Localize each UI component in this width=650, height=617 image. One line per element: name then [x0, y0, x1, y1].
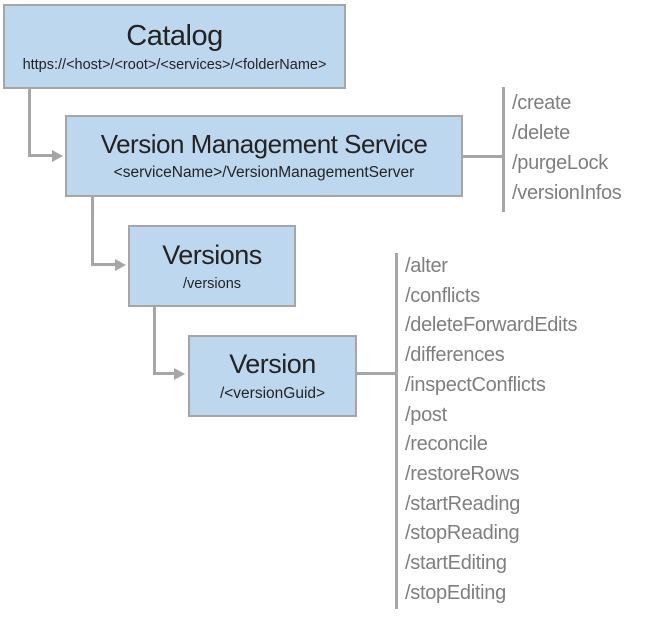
- operation-label: /conflicts: [405, 284, 480, 307]
- catalog-title: Catalog: [126, 19, 223, 52]
- arrow-right-icon: [174, 367, 185, 380]
- operation-label: /startReading: [405, 492, 521, 515]
- operation-label: /stopEditing: [405, 581, 506, 604]
- version-management-service-title: Version Management Service: [100, 129, 428, 160]
- connector-vms-to-versions-vertical: [91, 197, 94, 266]
- operation-label: /deleteForwardEdits: [405, 314, 578, 337]
- connector-versions-to-version-horizontal: [153, 372, 175, 375]
- connector-catalog-to-vms-horizontal: [28, 154, 53, 157]
- version-management-service-node: Version Management Service <serviceName>…: [65, 115, 463, 197]
- operation-label: /restoreRows: [405, 462, 520, 485]
- version-title: Version: [229, 349, 316, 380]
- operation-label: /inspectConflicts: [405, 373, 546, 396]
- version-management-service-path: <serviceName>/VersionManagementServer: [113, 163, 415, 181]
- operation-label: /post: [405, 403, 447, 426]
- versions-path: /versions: [182, 275, 242, 292]
- version-path: /<versionGuid>: [219, 384, 326, 402]
- connector-vms-to-versions-horizontal: [91, 263, 116, 266]
- operation-label: /stopReading: [405, 522, 520, 545]
- vms-operations-divider-bar: [502, 87, 505, 212]
- version-operations-divider-bar: [395, 253, 398, 609]
- operation-label: /create: [512, 92, 572, 114]
- operation-label: /reconcile: [405, 433, 488, 456]
- operation-label: /delete: [512, 122, 570, 144]
- versions-title: Versions: [162, 240, 262, 271]
- version-operations-list: /alter/conflicts/deleteForwardEdits/diff…: [405, 252, 577, 608]
- connector-version-to-operations: [355, 372, 396, 375]
- catalog-url-template: https://<host>/<root>/<services>/<folder…: [22, 57, 327, 74]
- operation-label: /alter: [405, 255, 448, 277]
- vms-operations-list: /create/delete/purgeLock/versionInfos: [512, 88, 622, 208]
- connector-versions-to-version-vertical: [153, 307, 156, 375]
- arrow-right-icon: [115, 258, 126, 271]
- operation-label: /versionInfos: [512, 182, 622, 204]
- operation-label: /differences: [405, 344, 505, 367]
- catalog-node: Catalog https://<host>/<root>/<services>…: [3, 4, 346, 89]
- versions-node: Versions /versions: [128, 225, 296, 307]
- connector-vms-to-operations: [461, 155, 503, 158]
- operation-label: /startEditing: [405, 552, 507, 575]
- operation-label: /purgeLock: [512, 152, 608, 174]
- arrow-right-icon: [52, 149, 63, 162]
- version-node: Version /<versionGuid>: [188, 335, 357, 417]
- connector-catalog-to-vms-vertical: [28, 87, 31, 157]
